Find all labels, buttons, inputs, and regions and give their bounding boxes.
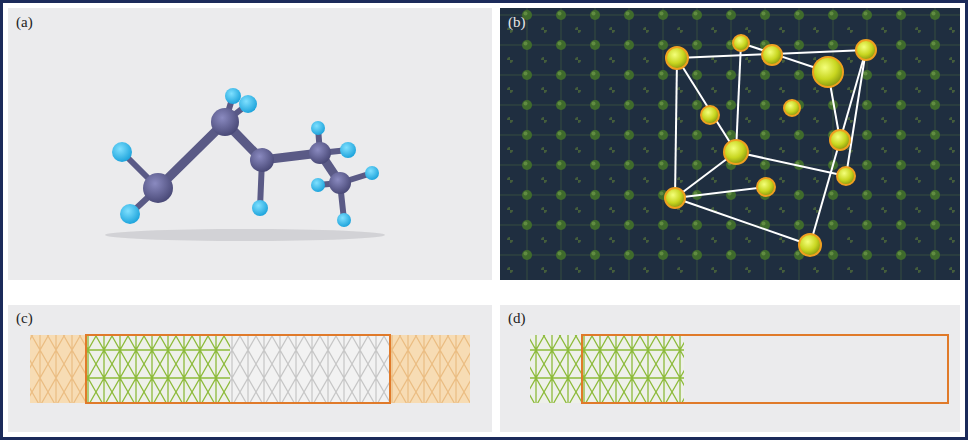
- panel-label: (b): [508, 14, 526, 31]
- panel-label: (d): [508, 310, 526, 327]
- panel-label: (c): [16, 310, 33, 327]
- panel-label: (a): [16, 14, 33, 31]
